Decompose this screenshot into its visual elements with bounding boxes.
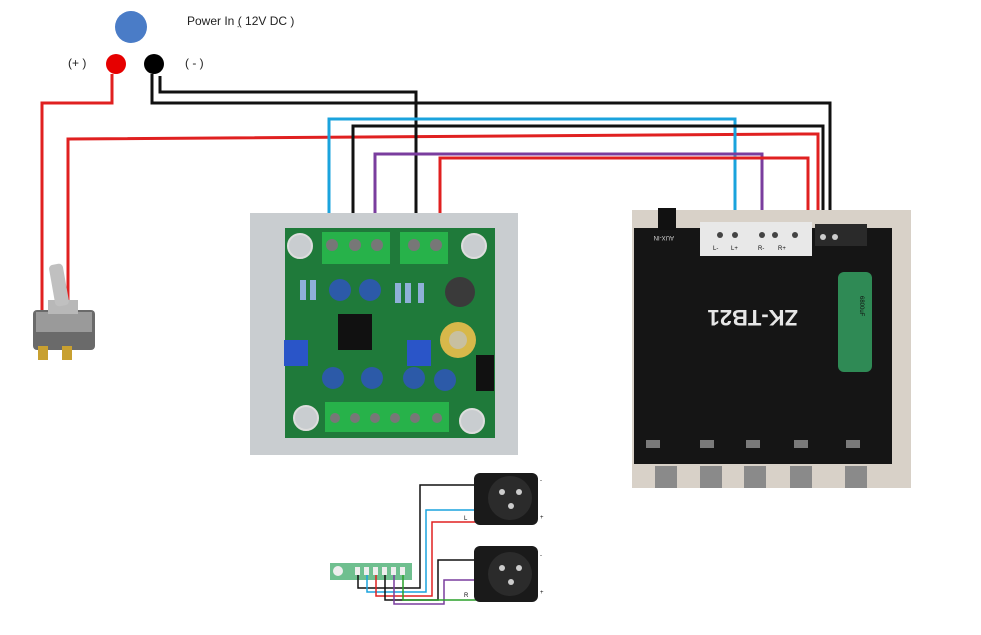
amp-board-name: ZK-TB21 <box>708 305 798 330</box>
amp-terminal-labels: L- L+ R- R+ <box>713 246 786 252</box>
wire-blue-left <box>327 117 737 245</box>
svg-text:-: - <box>540 478 542 484</box>
wire-group <box>40 74 832 348</box>
wire-red-switch-to-amp <box>66 132 820 348</box>
svg-text:+: + <box>540 590 544 596</box>
xlr-right: - + R <box>464 546 544 602</box>
svg-text:L: L <box>464 516 468 522</box>
negative-terminal <box>144 54 164 74</box>
power-title: Power In ( 12V DC ) <box>187 14 294 28</box>
svg-text:L+: L+ <box>731 246 738 252</box>
wire-black-ground-preamp <box>158 76 418 245</box>
capacitor-label: 6800uF <box>858 296 864 317</box>
amp-board: L- L+ R- R+ AUX-IN ZK-TB21 6800uF <box>632 208 911 488</box>
xlr-section: - + L - + R <box>330 473 544 605</box>
toggle-switch <box>33 263 95 360</box>
power-indicator-dot <box>115 11 147 43</box>
wire-black-signal <box>351 124 825 245</box>
svg-text:+: + <box>540 515 544 521</box>
svg-text:-: - <box>540 553 542 559</box>
wire-red-preamp <box>438 156 810 245</box>
preamp-board <box>250 213 518 455</box>
wire-red-power-to-switch <box>40 74 114 348</box>
svg-text:R+: R+ <box>778 246 786 252</box>
positive-terminal <box>106 54 126 74</box>
wire-black-ground-amp <box>150 74 832 230</box>
wire-purple-right <box>373 152 764 245</box>
aux-in-label: AUX-IN <box>654 234 674 240</box>
minus-label: ( - ) <box>185 56 204 70</box>
svg-text:L-: L- <box>713 246 718 252</box>
plus-label: (+ ) <box>68 56 86 70</box>
svg-text:R: R <box>464 593 469 599</box>
svg-text:R-: R- <box>758 246 764 252</box>
xlr-left: - + L <box>464 473 544 525</box>
